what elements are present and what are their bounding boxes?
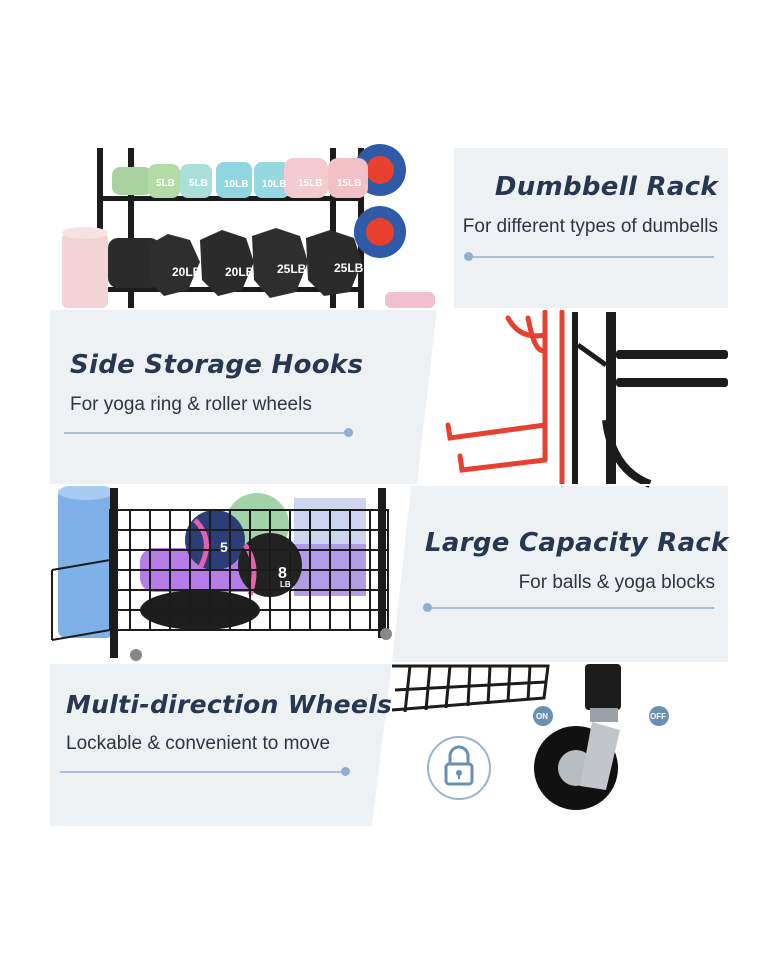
- storage-basket-photo: [50, 484, 411, 662]
- panel-side-hooks: Side Storage Hooks For yoga ring & rolle…: [70, 350, 363, 416]
- dumbbells-bottom-row: [108, 228, 362, 298]
- dumbbell-label: 20LB: [225, 265, 255, 279]
- panel-multi-direction-wheels: Multi-direction Wheels Lockable & conven…: [66, 690, 392, 755]
- panel-title: Side Storage Hooks: [70, 350, 364, 380]
- panel-bg-capacity: [392, 486, 728, 662]
- divider-line: [468, 256, 714, 258]
- panel-title: Large Capacity Rack: [425, 528, 729, 558]
- panel-large-capacity: Large Capacity Rack For balls & yoga blo…: [425, 528, 729, 594]
- divider-dot: [341, 767, 350, 776]
- dumbbell-label: 5LB: [189, 178, 208, 189]
- dumbbell-label: 5LB: [156, 178, 175, 189]
- wheel-on-label: ON: [536, 712, 548, 721]
- dumbbell-label: 15LB: [298, 178, 322, 189]
- dumbbell-label: 10LB: [224, 179, 248, 190]
- divider-dot: [464, 252, 473, 261]
- dumbbells-top-row: [112, 158, 368, 198]
- panel-subtitle: For different types of dumbells: [462, 216, 718, 237]
- ball-label: 5: [220, 539, 228, 555]
- panel-title: Multi-direction Wheels: [66, 690, 393, 719]
- panel-title: Dumbbell Rack: [494, 172, 718, 202]
- dumbbell-label: 25LB: [277, 262, 307, 276]
- dumbbell-label: 15LB: [337, 178, 361, 189]
- toggle-on-badge: [533, 706, 553, 726]
- panel-bg-hooks: [50, 310, 437, 484]
- toggle-off-badge: [649, 706, 669, 726]
- dumbbell-label: 25LB: [334, 261, 364, 275]
- panel-subtitle: Lockable & convenient to move: [66, 733, 331, 754]
- panel-subtitle: For balls & yoga blocks: [518, 572, 715, 593]
- wheels-photo: [372, 664, 728, 826]
- panel-subtitle: For yoga ring & roller wheels: [70, 394, 312, 415]
- divider-line: [428, 607, 714, 609]
- ball-label: 8: [278, 565, 287, 582]
- lock-icon: [427, 736, 491, 800]
- dumbbell-label: 20LB: [172, 265, 202, 279]
- panel-bg-dumbbell: [437, 148, 728, 308]
- divider-line: [60, 771, 346, 773]
- panel-dumbbell-rack: Dumbbell Rack For different types of dum…: [460, 172, 718, 238]
- dumbbell-label: 10LB: [262, 179, 286, 190]
- side-hooks-photo: [417, 309, 728, 488]
- ball-label: LB: [280, 580, 291, 589]
- divider-dot: [344, 428, 353, 437]
- wheel-off-label: OFF: [650, 712, 666, 721]
- divider-line: [64, 432, 348, 434]
- panel-bg-wheels: [50, 664, 392, 826]
- divider-dot: [423, 603, 432, 612]
